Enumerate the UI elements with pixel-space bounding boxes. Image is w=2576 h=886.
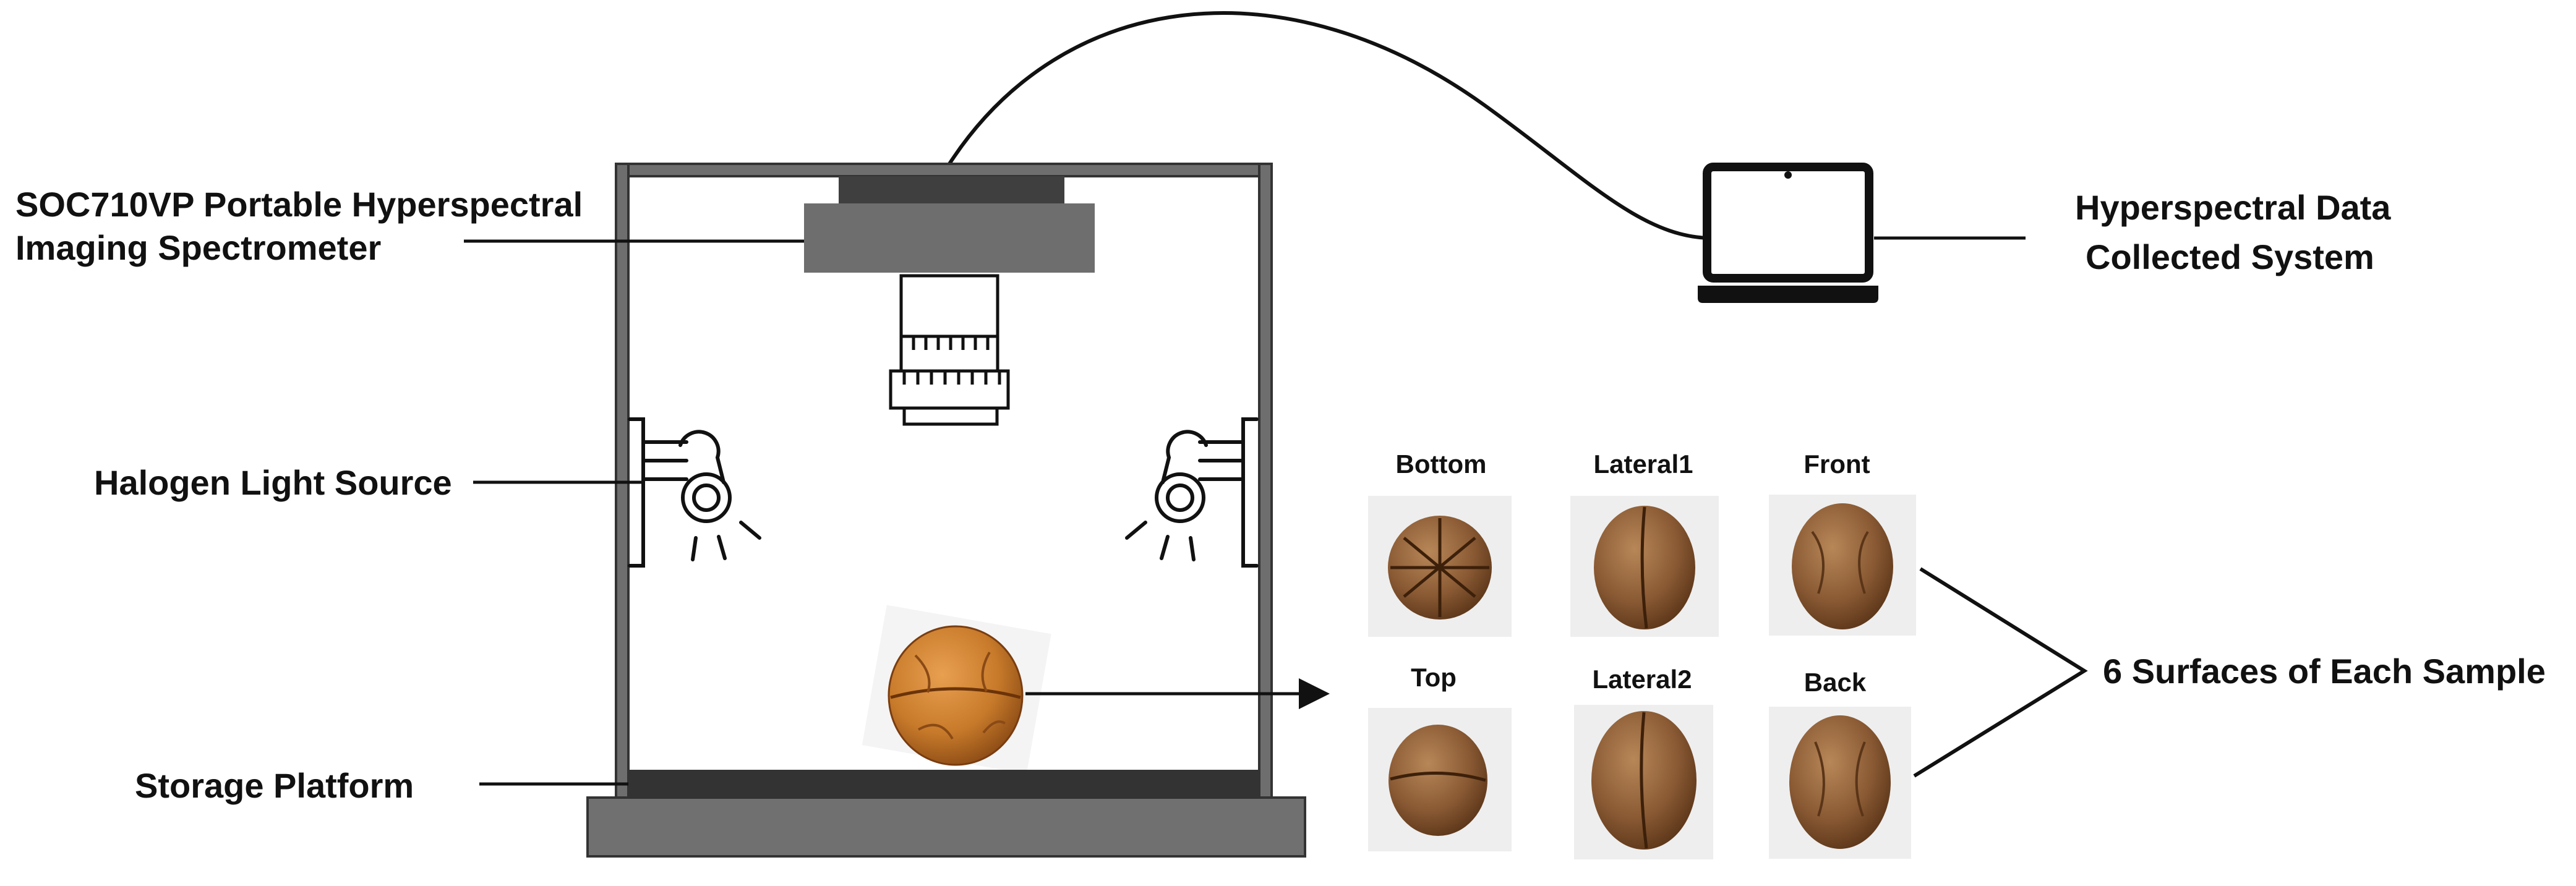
surfaces-label: 6 Surfaces of Each Sample (2103, 652, 2546, 691)
photo-lateral2 (1574, 705, 1713, 859)
laptop-icon (1698, 163, 1878, 303)
storage-platform-label: Storage Platform (135, 766, 414, 805)
data-cable (948, 11, 1708, 240)
spectrometer-label-line1: SOC710VP Portable Hyperspectral (15, 185, 583, 224)
photo-caption-lateral1: Lateral1 (1593, 449, 1693, 479)
light-source-label: Halogen Light Source (94, 463, 452, 502)
spectrometer-label-line2: Imaging Spectrometer (15, 228, 381, 267)
photo-caption-top: Top (1411, 663, 1457, 692)
halogen-lamp-icon-left (628, 417, 761, 568)
photo-top (1368, 708, 1512, 851)
photo-caption-back: Back (1804, 668, 1867, 697)
data-system-label-line1: Hyperspectral Data (2075, 188, 2391, 227)
walnut-icon (862, 605, 1051, 774)
photo-lateral1 (1570, 496, 1719, 637)
data-system-label-line2: Collected System (2086, 237, 2374, 276)
surfaces-bracket (1913, 567, 2088, 778)
spectrometer-body (804, 176, 1095, 273)
photo-bottom (1368, 496, 1512, 637)
storage-platform (586, 770, 1306, 858)
photo-front (1769, 495, 1916, 636)
photo-back (1769, 707, 1911, 859)
halogen-lamp-icon-right (1125, 417, 1259, 568)
camera-lens-icon (889, 274, 1010, 426)
photo-caption-bottom: Bottom (1396, 449, 1487, 479)
photo-caption-front: Front (1804, 449, 1870, 479)
photo-caption-lateral2: Lateral2 (1592, 665, 1692, 694)
